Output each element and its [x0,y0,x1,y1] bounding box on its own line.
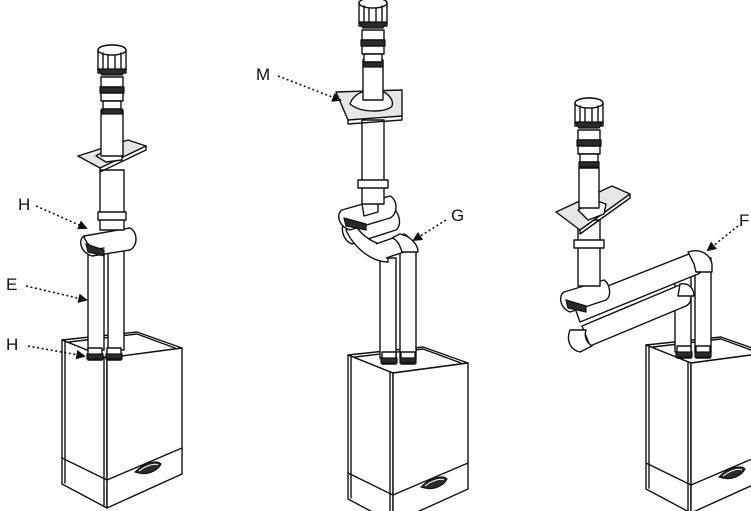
twin-pipes-2 [379,245,417,365]
adaptor-3 [559,279,611,313]
configuration-1 [61,44,183,509]
vertical-flue-2 [357,119,389,205]
terminal-cap-1 [97,44,127,157]
terminal-cap-2 [358,0,388,101]
vertical-flue-1 [97,169,127,231]
label-f: F [739,211,749,230]
vertical-flue-3 [573,219,605,287]
pointer-e [25,285,88,303]
pointer-h-top [35,205,88,230]
boiler-3 [645,336,751,511]
pipe-right [107,249,125,351]
label-h-bottom: H [6,335,18,354]
boiler-2 [347,346,469,511]
pointer-m [277,75,342,102]
pipe-left [87,249,105,351]
horizontal-run-3 [567,250,713,353]
label-m: M [256,65,270,84]
adaptor-1 [80,227,137,257]
pointer-g [412,219,447,242]
label-g: G [451,206,464,225]
label-e: E [6,275,17,294]
terminal-cap-3 [574,97,604,209]
offset-bends-2 [338,195,419,263]
configuration-2 [335,0,469,511]
pointer-f [706,225,739,252]
label-h-top: H [18,195,30,214]
pointer-h-bottom [27,345,86,360]
configuration-3 [555,97,751,511]
